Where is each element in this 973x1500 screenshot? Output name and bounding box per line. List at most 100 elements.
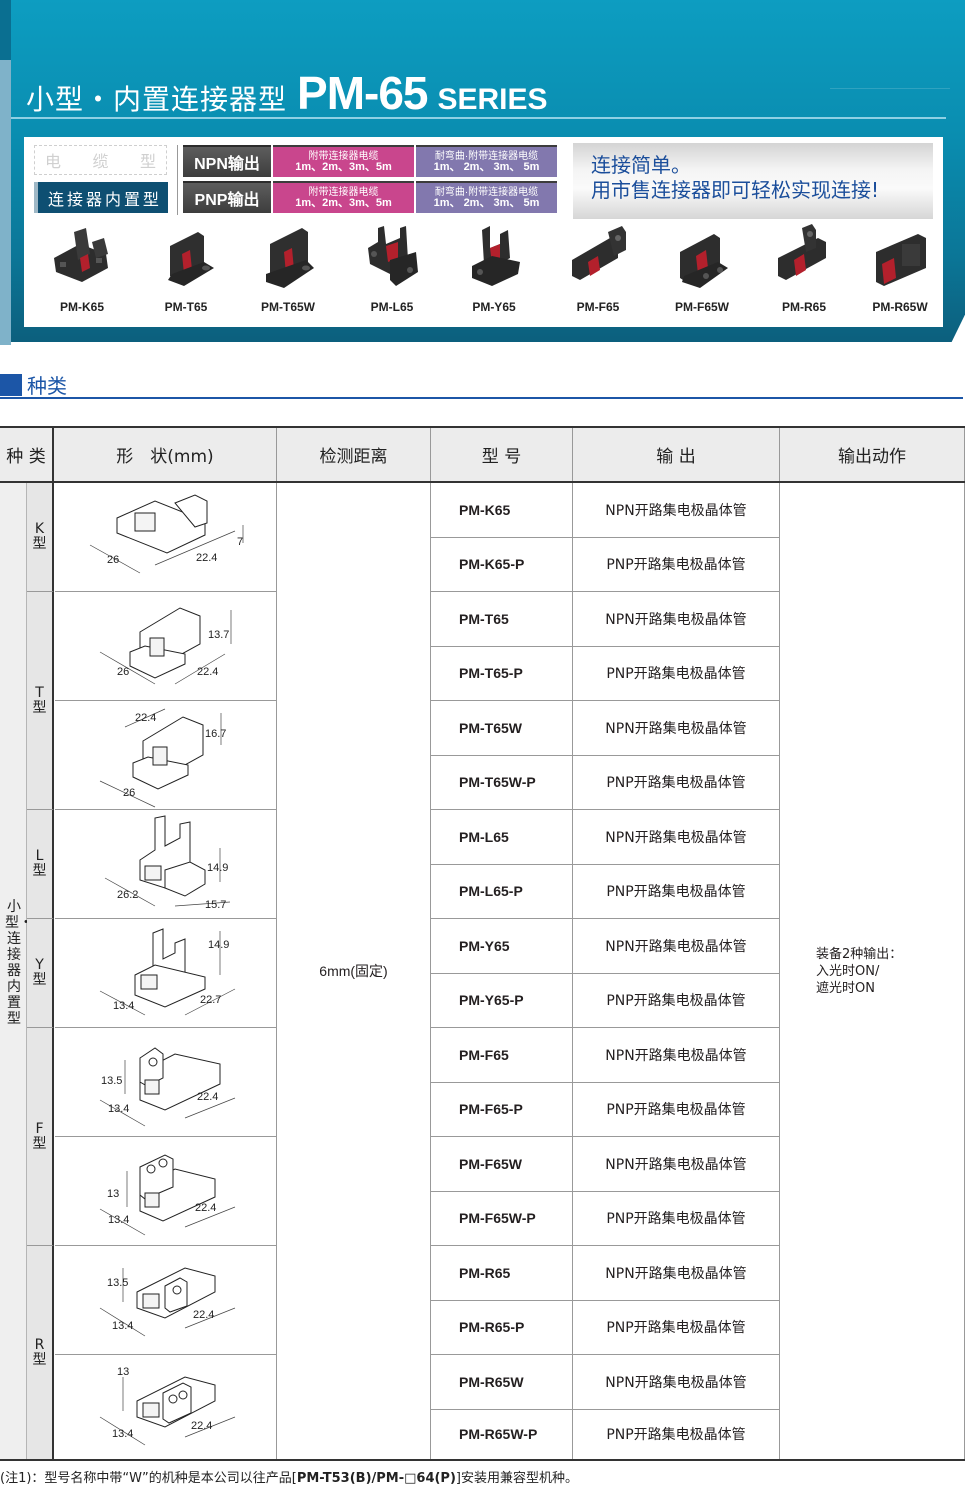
product-item[interactable]: PM-R65 xyxy=(754,222,854,322)
product-label: PM-K65 xyxy=(59,300,104,314)
model-cell: PM-F65W-P xyxy=(431,1191,573,1245)
svg-text:13.7: 13.7 xyxy=(208,629,229,641)
section-rule xyxy=(0,397,963,399)
sensor-t-w-icon xyxy=(266,228,314,288)
action-line: 遮光时ON xyxy=(816,980,875,996)
cable-option-title: 耐弯曲·附带连接器电缆 xyxy=(434,151,539,162)
svg-text:22.4: 22.4 xyxy=(197,666,218,678)
sensor-l-icon xyxy=(368,226,418,286)
product-item[interactable]: PM-K65 xyxy=(32,222,132,322)
cable-option-lengths: 1m、 2m、 3m、 5m xyxy=(433,197,540,209)
sensor-f-icon xyxy=(572,226,626,280)
model-cell: PM-T65-P xyxy=(431,646,573,700)
output-cell: PNP开路集电极晶体管 xyxy=(573,1191,780,1245)
type-cable-char: 型 xyxy=(139,152,156,171)
product-item[interactable]: PM-R65W xyxy=(850,222,950,322)
product-item[interactable]: PM-F65W xyxy=(652,222,752,322)
svg-text:13.4: 13.4 xyxy=(112,1320,133,1332)
output-cell: NPN开路集电极晶体管 xyxy=(573,592,780,646)
shape-drawing-y: 13.4 22.7 14.9 xyxy=(55,919,277,1028)
type-connector-badge: 连 接 器 内 置 型 xyxy=(34,182,168,213)
sensor-f-w-icon xyxy=(680,234,728,288)
model-cell: PM-F65-P xyxy=(431,1082,573,1136)
svg-text:13.5: 13.5 xyxy=(101,1075,122,1087)
model-cell: PM-R65-P xyxy=(431,1300,573,1354)
output-cell: PNP开路集电极晶体管 xyxy=(573,864,780,918)
banner-side-stripe xyxy=(0,0,11,345)
promo-line-2: 用市售连接器即可轻松实现连接! xyxy=(591,178,880,202)
output-cell: PNP开路集电极晶体管 xyxy=(573,755,780,809)
footnote: (注1)：型号名称中带“W”的机种是本公司以往产品[PM-T53(B)/PM-□… xyxy=(0,1467,578,1486)
model-cell: PM-F65W xyxy=(431,1137,573,1191)
output-cell: NPN开路集电极晶体管 xyxy=(573,701,780,755)
cable-option-title: 附带连接器电缆 xyxy=(308,187,379,198)
type-cable-char: 缆 xyxy=(92,152,109,171)
type-connector-char: 接 xyxy=(66,189,83,209)
svg-text:26: 26 xyxy=(123,787,135,799)
model-cell: PM-L65 xyxy=(431,810,573,864)
product-item[interactable]: PM-F65 xyxy=(548,222,648,322)
sensor-r-w-icon xyxy=(876,234,926,286)
svg-text:22.4: 22.4 xyxy=(197,1091,218,1103)
svg-text:22.4: 22.4 xyxy=(191,1420,212,1432)
output-cell: PNP开路集电极晶体管 xyxy=(573,1300,780,1354)
output-label: PNP输出 xyxy=(183,181,271,213)
model-cell: PM-R65W-P xyxy=(431,1409,573,1459)
type-cable-badge: 电 缆 型 xyxy=(34,145,167,175)
promo-line-1: 连接简单。 xyxy=(591,153,691,177)
category-label: 小型・连接器内置型 xyxy=(5,899,33,1027)
output-cell: PNP开路集电极晶体管 xyxy=(573,646,780,700)
model-cell: PM-R65 xyxy=(431,1246,573,1300)
product-item[interactable]: PM-Y65 xyxy=(444,222,544,322)
model-cell: PM-Y65-P xyxy=(431,973,573,1027)
model-cell: PM-T65W xyxy=(431,701,573,755)
product-item[interactable]: PM-T65 xyxy=(136,222,236,322)
shape-drawing-t: 26 22.4 13.7 xyxy=(55,592,277,701)
product-gallery: PM-K65 PM-T65 PM-T65W xyxy=(24,222,943,322)
product-label: PM-R65 xyxy=(781,300,826,314)
footnote-prefix: (注1)：型号名称中带“W”的机种是本公司以往产品[ xyxy=(0,1471,297,1486)
output-row-npn: NPN输出 附带连接器电缆 1m、2m、3m、5m 耐弯曲·附带连接器电缆 1m… xyxy=(183,145,557,177)
output-cell: PNP开路集电极晶体管 xyxy=(573,537,780,591)
banner-panel: 电 缆 型 连 接 器 内 置 型 NPN输出 附带连接器电缆 1m、2m、3m… xyxy=(24,137,943,327)
model-cell: PM-K65 xyxy=(431,483,573,537)
header-category: 种 类 xyxy=(0,428,54,481)
banner-rule xyxy=(11,117,946,119)
product-label: PM-T65W xyxy=(261,300,315,314)
svg-text:7: 7 xyxy=(237,536,243,548)
output-cell: NPN开路集电极晶体管 xyxy=(573,919,780,973)
dimension-drawing-icon: 13.4 22.7 14.9 xyxy=(99,928,236,1016)
svg-text:15.7: 15.7 xyxy=(205,899,226,911)
banner-title-series: SERIES xyxy=(437,83,548,116)
output-cell: NPN开路集电极晶体管 xyxy=(573,810,780,864)
sensor-r-icon xyxy=(778,224,826,280)
dimension-drawing-icon: 13.5 13.4 22.4 xyxy=(99,1267,236,1337)
section-marker-icon xyxy=(0,373,22,396)
dimension-drawing-icon: 26.2 15.7 14.9 xyxy=(104,815,231,911)
svg-text:26.2: 26.2 xyxy=(117,889,138,901)
product-label: PM-F65W xyxy=(675,300,729,314)
product-item[interactable]: PM-T65W xyxy=(238,222,338,322)
panel-divider xyxy=(177,145,178,215)
svg-text:13.4: 13.4 xyxy=(108,1214,129,1226)
type-connector-char: 置 xyxy=(123,189,140,209)
model-cell: PM-Y65 xyxy=(431,919,573,973)
header-model: 型 号 xyxy=(431,428,573,481)
sensor-t-icon xyxy=(168,232,214,286)
product-item[interactable]: PM-L65 xyxy=(342,222,442,322)
